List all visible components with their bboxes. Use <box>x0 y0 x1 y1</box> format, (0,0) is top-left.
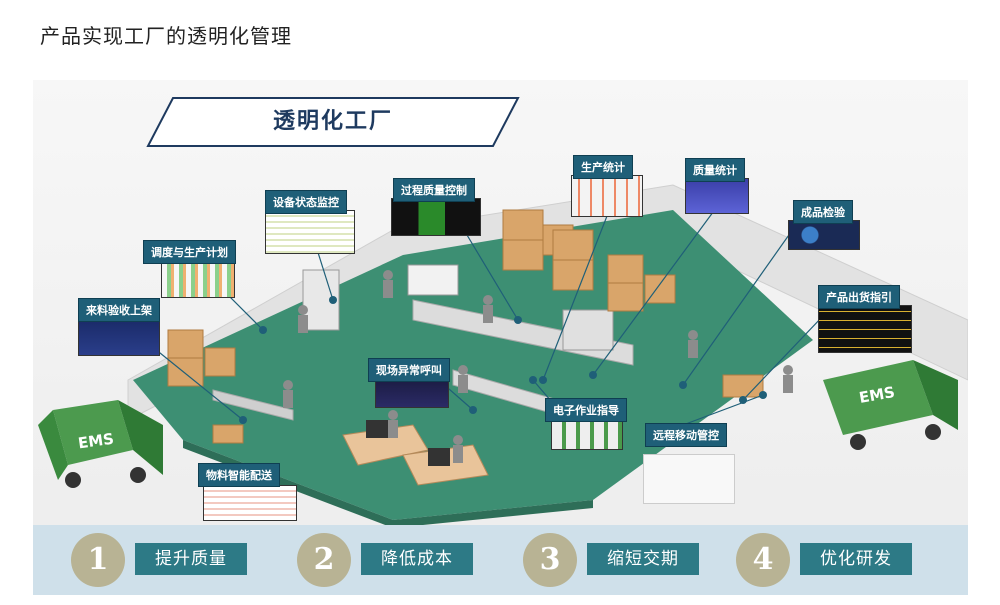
callout-scheduling: 调度与生产计划 <box>143 240 236 264</box>
delivery-screen <box>203 485 297 521</box>
process-quality-screen <box>391 198 481 236</box>
truck-right <box>823 360 958 450</box>
callout-process-quality: 过程质量控制 <box>393 178 475 202</box>
receiving-screen <box>78 320 160 356</box>
callout-dots <box>239 296 767 424</box>
callout-work-instruction: 电子作业指导 <box>545 398 627 422</box>
production-stats-screen <box>571 175 643 217</box>
callout-production-stats: 生产统计 <box>573 155 633 179</box>
goal-3-number: 3 <box>523 533 577 587</box>
goal-3-label: 缩短交期 <box>587 543 699 575</box>
monitor-right <box>428 448 450 466</box>
workers <box>283 270 793 463</box>
callout-finished-inspection: 成品检验 <box>793 200 853 224</box>
goal-4-label: 优化研发 <box>800 543 912 575</box>
goal-4-number: 4 <box>736 533 790 587</box>
quality-stats-screen <box>685 178 749 214</box>
scheduling-screen <box>161 262 235 298</box>
goals-bar: 1 提升质量 2 降低成本 3 缩短交期 4 优化研发 <box>33 525 968 595</box>
finished-inspection-screen <box>788 220 860 250</box>
shipping-guide-screen <box>818 305 912 353</box>
goal-1-label: 提升质量 <box>135 543 247 575</box>
goal-2-label: 降低成本 <box>361 543 473 575</box>
remote-mobile-screen <box>643 454 735 504</box>
factory-diagram: 透明化工厂 EMS EMS 生产统计 质量统计 过程质量控制 设备状态监控 调度… <box>33 80 968 595</box>
monitor-left <box>366 420 388 438</box>
callout-quality-stats: 质量统计 <box>685 158 745 182</box>
conveyor-left <box>212 389 294 421</box>
truck-left <box>38 400 163 488</box>
callout-andon: 现场异常呼叫 <box>368 358 450 382</box>
machine-station <box>407 264 459 296</box>
callout-shipping-guide: 产品出货指引 <box>818 285 900 309</box>
goal-1-number: 1 <box>71 533 125 587</box>
callout-receiving: 来料验收上架 <box>78 298 160 322</box>
machine-right <box>562 309 614 351</box>
callout-smart-delivery: 物料智能配送 <box>198 463 280 487</box>
box-stacks <box>167 209 764 444</box>
callout-equipment-monitor: 设备状态监控 <box>265 190 347 214</box>
banner-frame <box>146 97 520 147</box>
page-title: 产品实现工厂的透明化管理 <box>40 24 292 48</box>
equipment-monitor-screen <box>265 210 355 254</box>
goal-2-number: 2 <box>297 533 351 587</box>
callout-remote-mobile: 远程移动管控 <box>645 423 727 447</box>
banner-title: 透明化工厂 <box>272 109 393 134</box>
